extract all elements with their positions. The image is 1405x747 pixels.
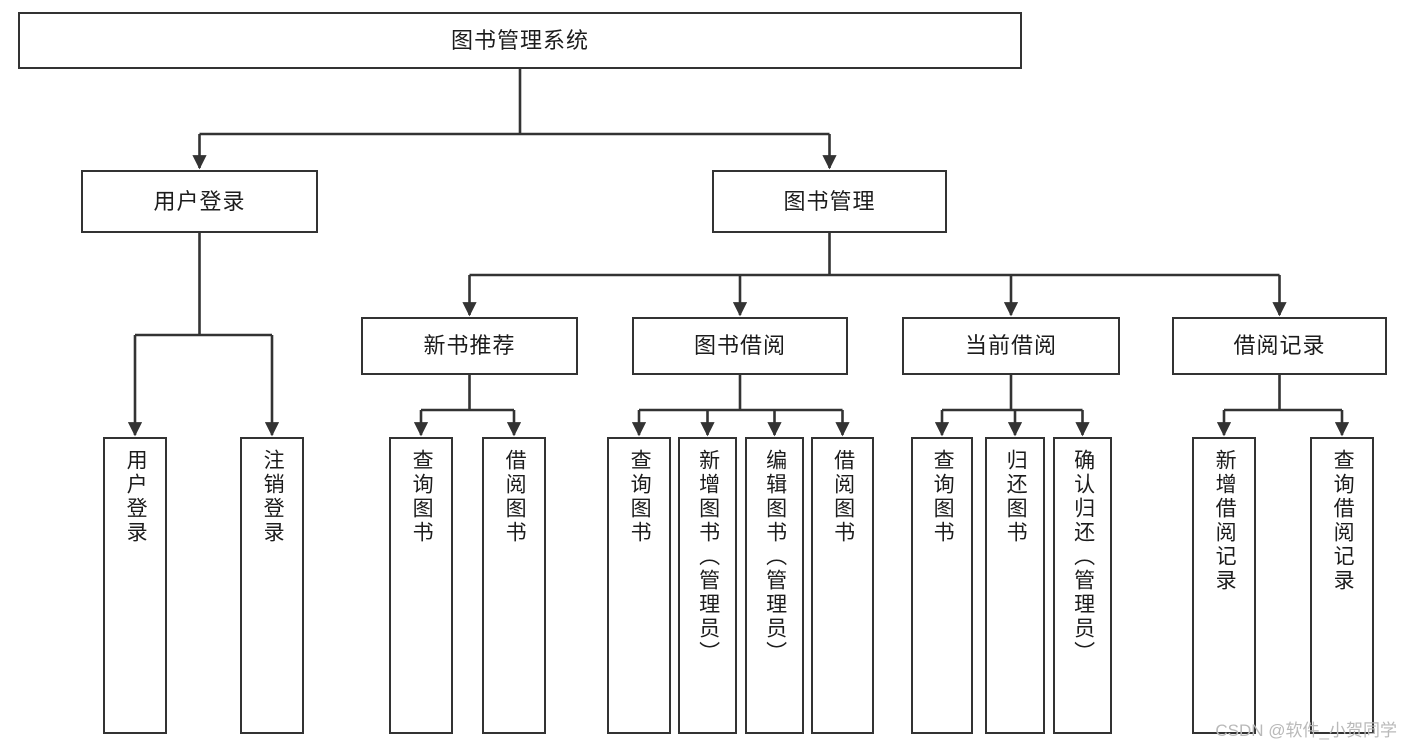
node-l-confirm[interactable]: 确认归还（管理员） (1053, 437, 1112, 734)
node-l-logout[interactable]: 注销登录 (240, 437, 304, 734)
node-l-addrec[interactable]: 新增借阅记录 (1192, 437, 1256, 734)
node-label: 新增图书（管理员） (696, 449, 720, 665)
node-bookmgmt[interactable]: 图书管理 (712, 170, 947, 233)
node-l-borrow1[interactable]: 借阅图书 (482, 437, 546, 734)
node-label: 借阅图书 (831, 449, 855, 545)
node-current[interactable]: 当前借阅 (902, 317, 1120, 375)
node-l-query2[interactable]: 查询图书 (607, 437, 671, 734)
node-l-queryrec[interactable]: 查询借阅记录 (1310, 437, 1374, 734)
watermark-text: CSDN @软件_小贺同学 (1215, 721, 1397, 740)
node-label: 图书借阅 (693, 333, 786, 359)
node-label: 图书管理 (783, 188, 876, 214)
node-label: 编辑图书（管理员） (763, 449, 787, 665)
node-label: 查询借阅记录 (1331, 449, 1355, 593)
node-label: 借阅图书 (503, 449, 527, 545)
node-login[interactable]: 用户登录 (81, 170, 318, 233)
node-label: 归还图书 (1004, 449, 1028, 545)
node-l-borrow2[interactable]: 借阅图书 (811, 437, 874, 734)
node-l-add[interactable]: 新增图书（管理员） (678, 437, 737, 734)
node-l-login[interactable]: 用户登录 (103, 437, 167, 734)
node-l-return[interactable]: 归还图书 (985, 437, 1045, 734)
node-label: 借阅记录 (1233, 333, 1326, 359)
node-root[interactable]: 图书管理系统 (18, 12, 1022, 69)
node-label: 注销登录 (261, 449, 285, 545)
node-label: 用户登录 (153, 188, 246, 214)
node-borrow[interactable]: 图书借阅 (632, 317, 848, 375)
node-label: 查询图书 (931, 449, 955, 545)
node-l-query1[interactable]: 查询图书 (389, 437, 453, 734)
node-label: 确认归还（管理员） (1071, 449, 1095, 665)
node-label: 用户登录 (124, 449, 148, 545)
node-l-edit[interactable]: 编辑图书（管理员） (745, 437, 804, 734)
node-newbook[interactable]: 新书推荐 (361, 317, 578, 375)
node-label: 查询图书 (410, 449, 434, 545)
node-label: 新增借阅记录 (1213, 449, 1237, 593)
node-label: 图书管理系统 (450, 27, 589, 53)
node-label: 查询图书 (628, 449, 652, 545)
node-records[interactable]: 借阅记录 (1172, 317, 1387, 375)
node-label: 当前借阅 (964, 333, 1057, 359)
node-l-query3[interactable]: 查询图书 (911, 437, 973, 734)
node-label: 新书推荐 (423, 333, 516, 359)
